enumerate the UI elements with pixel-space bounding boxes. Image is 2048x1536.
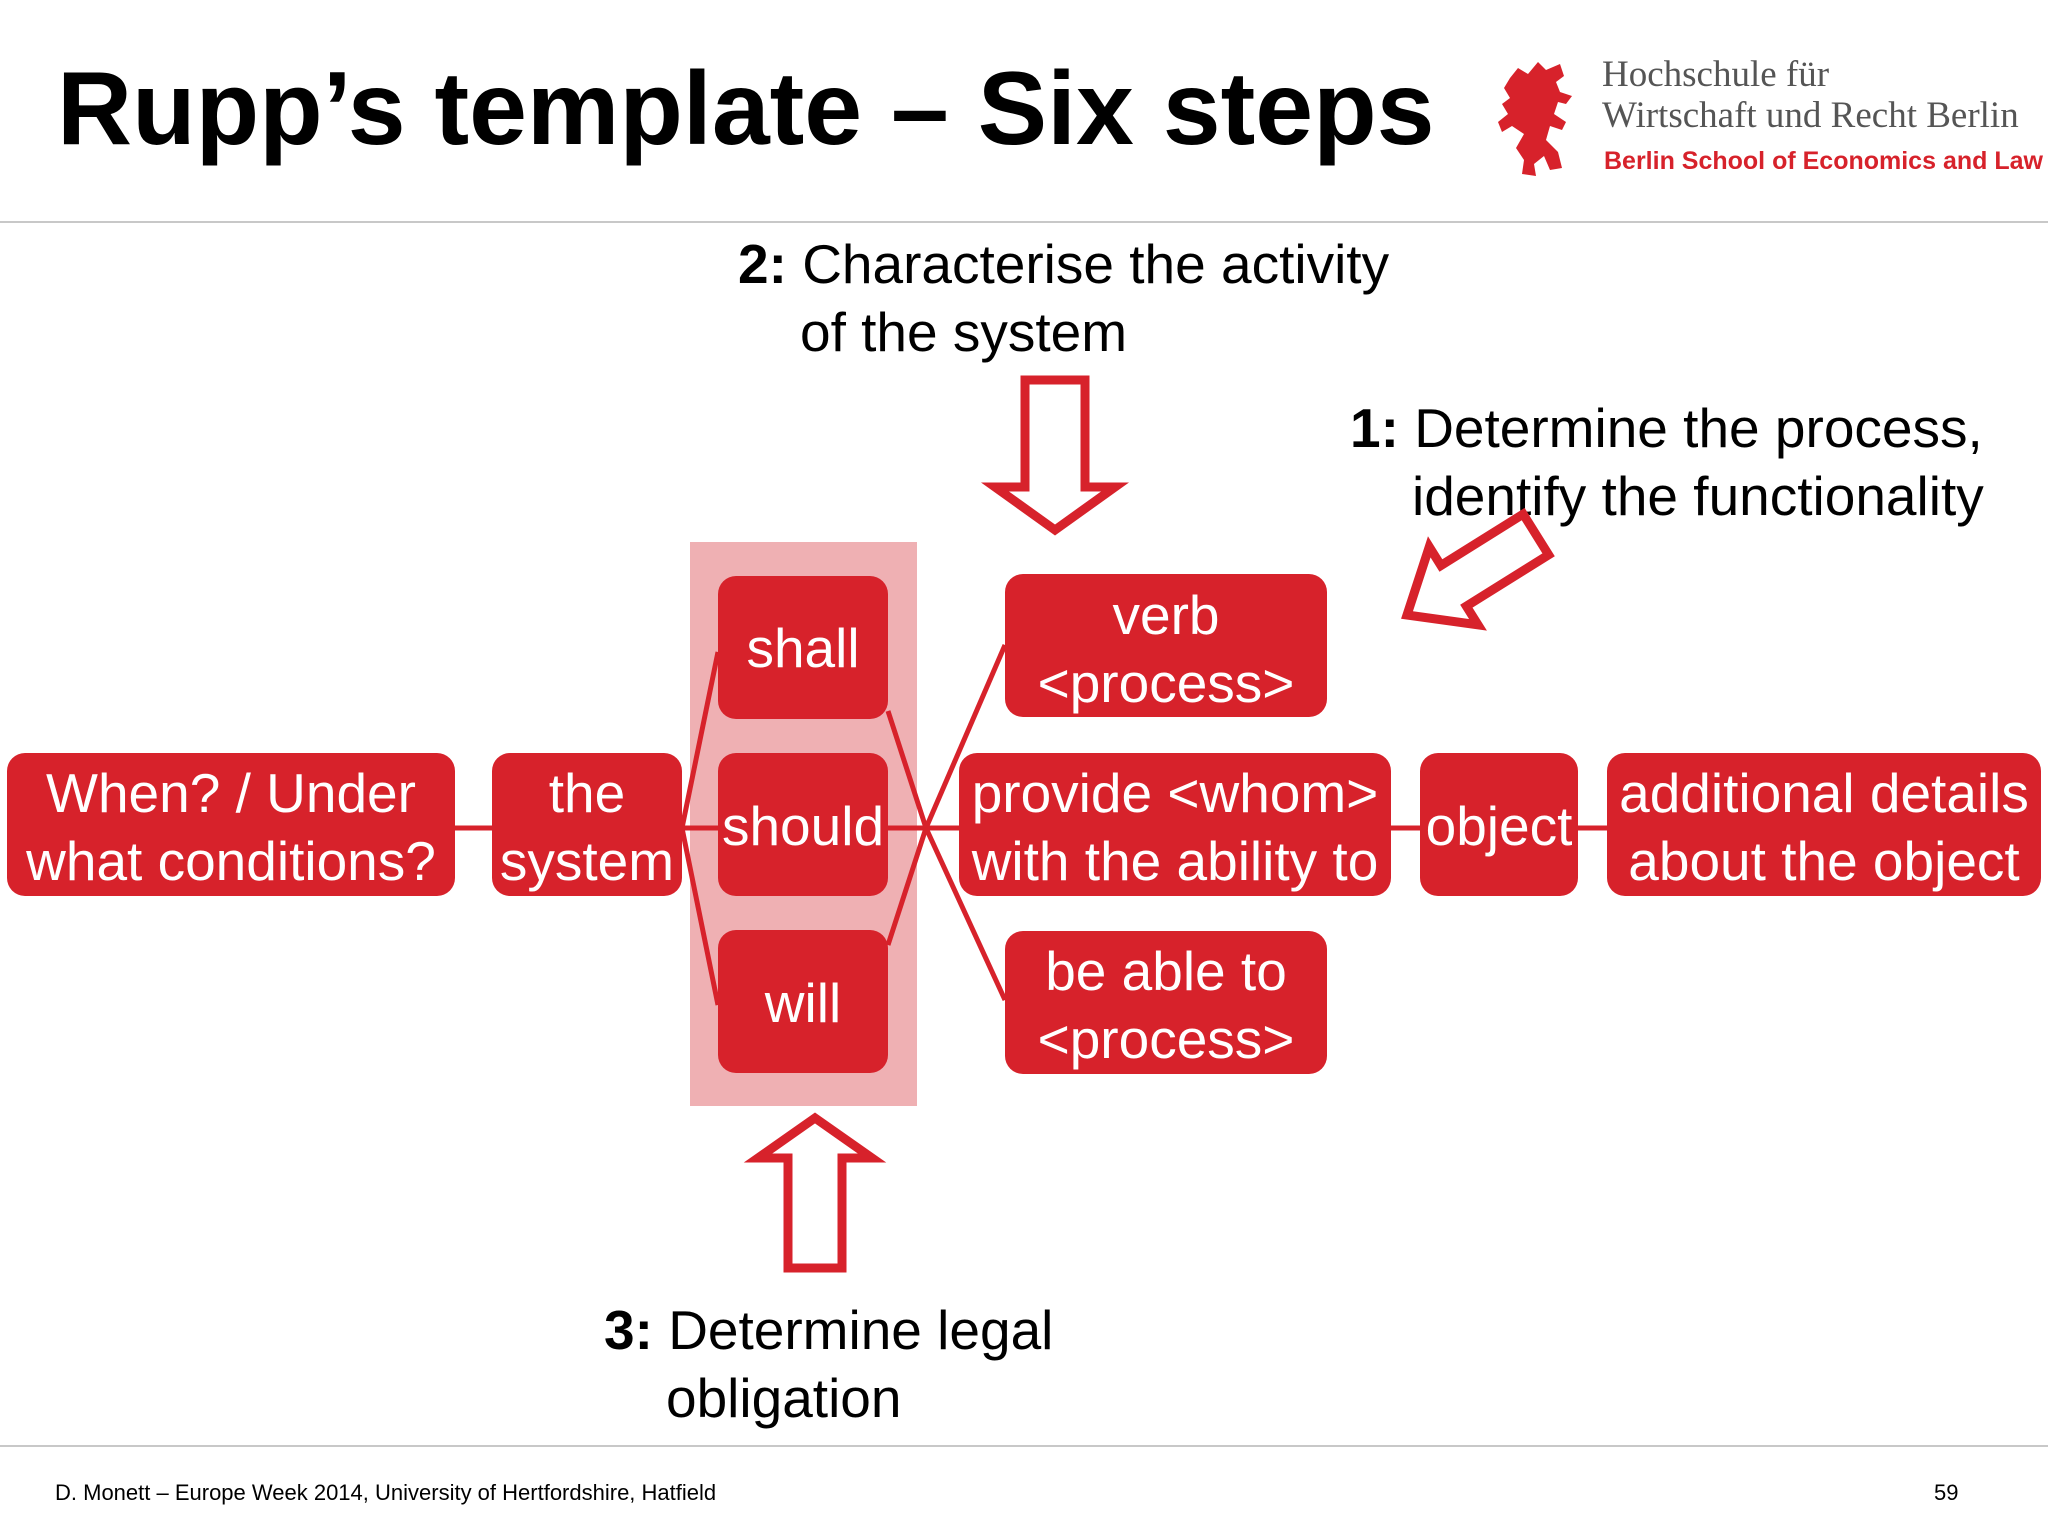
should-box (718, 753, 888, 896)
able-text-line2: <process> (1038, 1008, 1295, 1070)
footer-credit: D. Monett – Europe Week 2014, University… (55, 1480, 717, 1505)
shall-text: shall (746, 617, 859, 679)
step3-number: 3: (604, 1299, 653, 1361)
step1-annotation: 1: Determine the process, identify the f… (1350, 394, 1984, 530)
system-text-line1: the (549, 762, 625, 824)
details-text-line2: about the object (1628, 830, 2019, 892)
conditions-text-line2: what conditions? (25, 830, 436, 892)
system-text-line2: system (500, 830, 674, 892)
shall-box (718, 576, 888, 719)
slide-title: Rupp’s template – Six steps (57, 51, 1435, 167)
step3-line1: Determine legal (668, 1299, 1054, 1361)
step2-arrow-down-icon (980, 375, 1130, 536)
step2-line1: Characterise the activity (802, 233, 1390, 295)
able-to-box (1005, 931, 1327, 1074)
step1-number: 1: (1350, 397, 1399, 459)
conditions-text-line1: When? / Under (46, 762, 416, 824)
step2-annotation: 2: Characterise the activity of the syst… (738, 230, 1389, 366)
verb-text-line1: verb (1113, 584, 1220, 646)
berlin-bear-logo-icon (1498, 62, 1572, 176)
step1-line2: identify the functionality (1412, 465, 1984, 527)
will-text: will (764, 972, 841, 1034)
logo-text-line2: Wirtschaft und Recht Berlin (1602, 95, 2019, 136)
logo-text-line3: Berlin School of Economics and Law (1604, 147, 2043, 175)
connector-lines (455, 644, 1607, 1006)
details-box (1607, 753, 2041, 896)
able-text-line1: be able to (1045, 940, 1287, 1002)
should-text: should (722, 795, 884, 857)
conditions-box (7, 753, 455, 896)
step3-arrow-up-icon (743, 1112, 887, 1273)
object-box (1420, 753, 1578, 896)
details-text-line1: additional details (1619, 762, 2029, 824)
step3-annotation: 3: Determine legal obligation (604, 1296, 1053, 1432)
provide-box (959, 753, 1391, 896)
page-number: 59 (1934, 1480, 1959, 1505)
step1-arrow-left-icon (1401, 507, 1555, 631)
logo-text-line1: Hochschule für (1602, 54, 1830, 95)
header-divider (0, 221, 2048, 223)
provide-text-line1: provide <whom> (972, 762, 1379, 824)
step2-line2: of the system (800, 301, 1128, 363)
verb-process-box (1005, 574, 1327, 717)
will-box (718, 930, 888, 1073)
step3-line2: obligation (666, 1367, 902, 1429)
object-text: object (1426, 795, 1573, 857)
step1-line1: Determine the process, (1414, 397, 1983, 459)
footer-divider (0, 1445, 2048, 1447)
step2-number: 2: (738, 233, 787, 295)
verb-text-line2: <process> (1038, 652, 1295, 714)
provide-text-line2: with the ability to (971, 830, 1379, 892)
system-box (492, 753, 682, 896)
